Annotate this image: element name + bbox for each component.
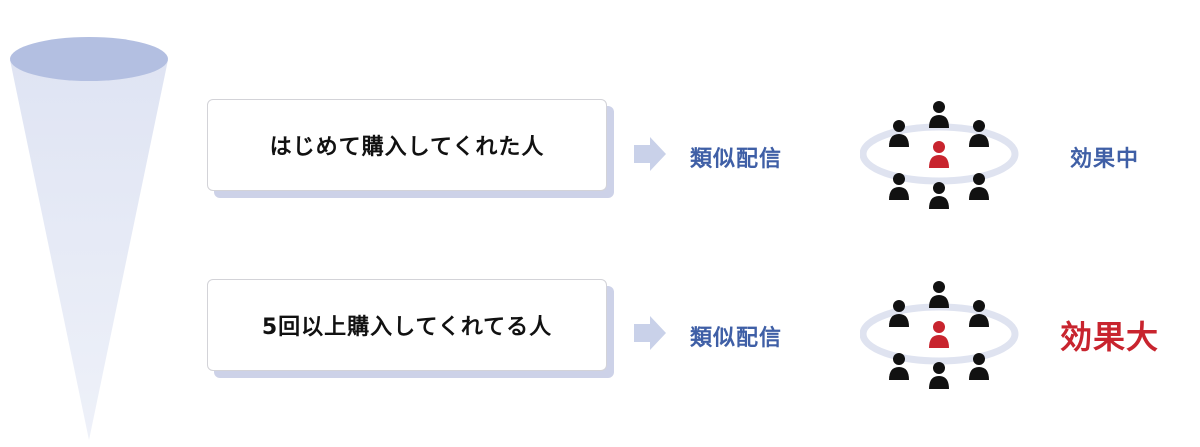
funnel-icon — [10, 37, 168, 440]
ring-icon — [860, 303, 1019, 365]
row-1-method: 類似配信 — [690, 147, 783, 172]
highlight-person-icon — [929, 321, 949, 348]
arrow-right-icon — [634, 137, 666, 171]
row-2-box: 5回以上購入してくれてる人 — [207, 279, 607, 371]
highlight-person-icon — [929, 141, 949, 168]
row-2-crowd-diagram — [860, 281, 1019, 389]
row-2-method: 類似配信 — [690, 326, 783, 351]
person-icon — [889, 281, 989, 389]
row-1-box: はじめて購入してくれた人 — [207, 99, 607, 191]
person-icon — [889, 101, 989, 209]
row-1-crowd-diagram — [860, 101, 1019, 209]
row-2-effect: 効果大 — [1060, 318, 1160, 356]
row-1-label: はじめて購入してくれた人 — [269, 135, 545, 160]
arrow-right-icon — [634, 316, 666, 350]
ring-icon — [860, 123, 1019, 185]
row-1-effect: 効果中 — [1070, 147, 1140, 172]
row-2-label: 5回以上購入してくれてる人 — [261, 315, 553, 340]
